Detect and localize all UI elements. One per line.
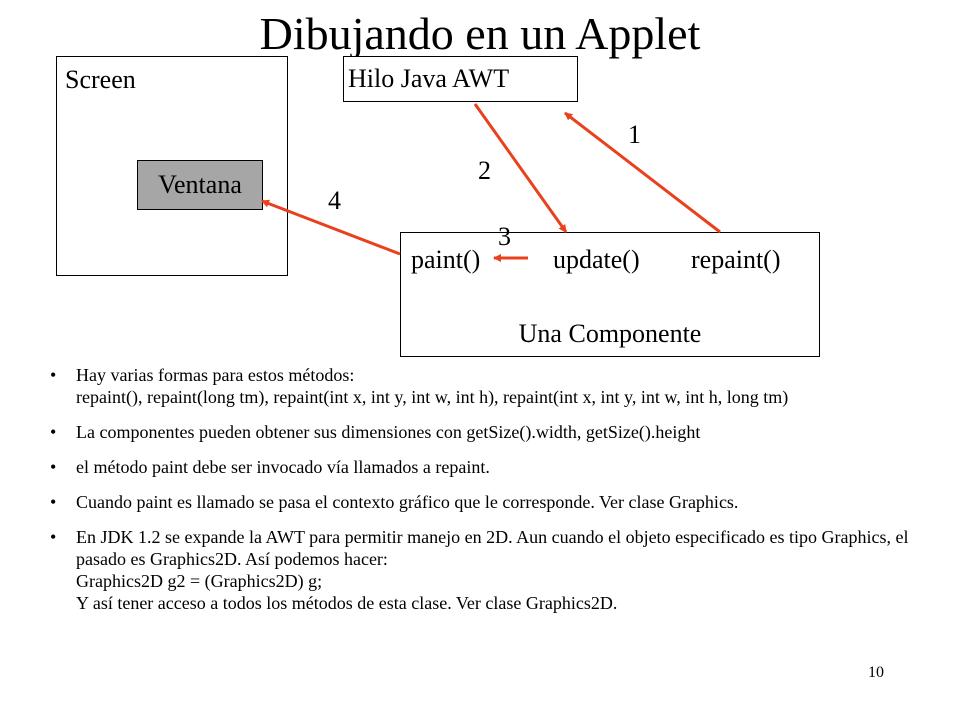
bullet-dot: • [50,492,57,512]
bullet-line: Y así tener acceso a todos los métodos d… [76,593,618,613]
bullet-list: • Hay varias formas para estos métodos:re… [50,364,930,627]
arrow-paint-to-window [261,199,401,256]
component-box: paint() update() repaint() Una Component… [400,232,820,357]
arrow-thread-to-update [473,103,568,233]
slide-title: Dibujando en un Applet [259,8,701,59]
bullet-line: Graphics2D g2 = (Graphics2D) g; [76,571,323,591]
bullet-line: Hay varias formas para estos métodos: [76,365,355,385]
component-label: Una Componente [518,319,702,348]
bullet-item: • el método paint debe ser invocado vía l… [50,456,930,478]
bullet-line: En JDK 1.2 se expande la AWT para permit… [76,527,909,569]
step-number-4: 4 [328,186,341,215]
step-number-1: 1 [628,120,641,149]
step-number-2: 2 [478,156,491,185]
bullet-item: • Hay varias formas para estos métodos:re… [50,364,930,408]
bullet-line: La componentes pueden obtener sus dimens… [76,422,701,442]
bullet-line: Cuando paint es llamado se pasa el conte… [76,492,739,512]
bullet-dot: • [50,422,57,442]
bullet-item: • Cuando paint es llamado se pasa el cont… [50,491,930,513]
bullet-dot: • [50,457,57,477]
awt-thread-box: Hilo Java AWT [343,56,578,102]
repaint-method: repaint() [691,245,781,274]
step-number-3: 3 [498,222,511,251]
bullet-dot: • [50,365,57,385]
page-number: 10 [868,664,884,681]
update-method: update() [553,245,640,274]
window-box: Ventana [137,160,263,210]
screen-label: Screen [65,65,136,94]
arrow-repaint-to-thread [564,111,721,234]
bullet-line: repaint(), repaint(long tm), repaint(int… [76,387,789,407]
bullet-dot: • [50,527,57,547]
bullet-item: • En JDK 1.2 se expande la AWT para permi… [50,526,930,614]
paint-method: paint() [411,245,481,274]
bullet-line: el método paint debe ser invocado vía ll… [76,457,490,477]
bullet-item: • La componentes pueden obtener sus dimen… [50,421,930,443]
